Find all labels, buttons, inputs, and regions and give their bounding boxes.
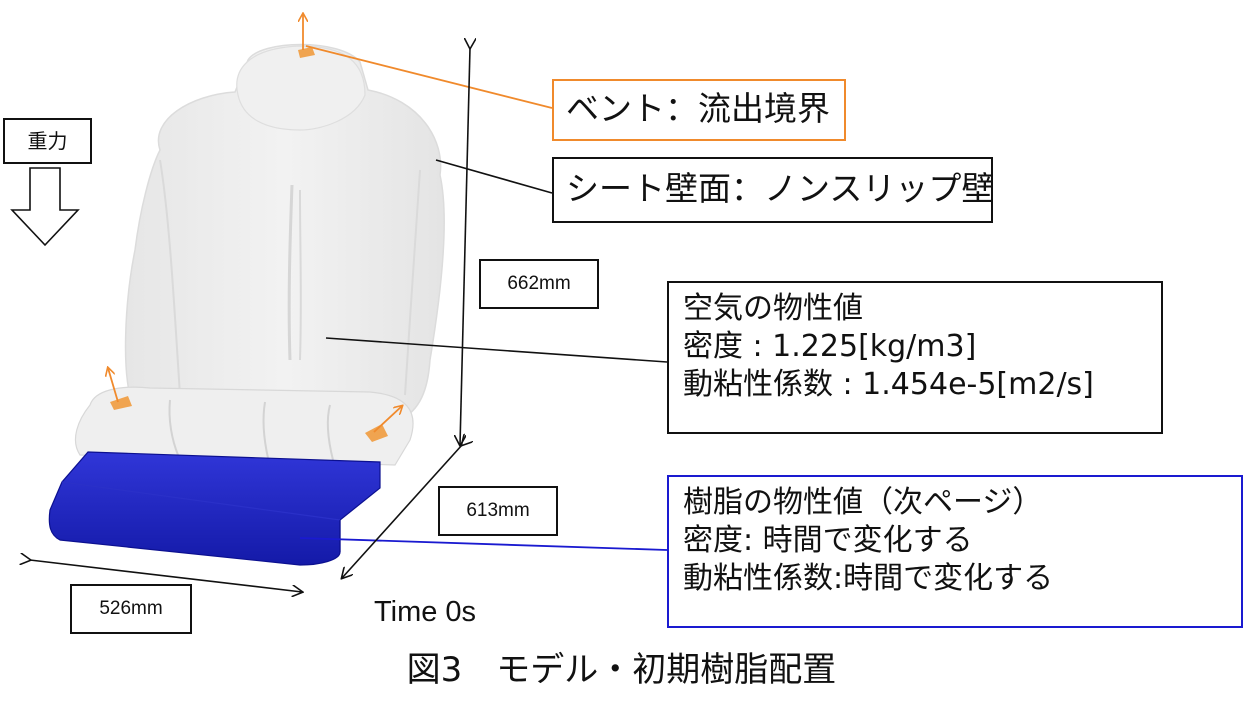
width-dimension-box: 526mm [70,584,192,634]
gravity-arrow-icon [10,167,80,247]
depth-dimension-arrow [342,445,462,578]
width-dimension-label: 526mm [99,598,163,619]
depth-dimension-label: 613mm [466,500,530,521]
seat-wall-label: シート壁面：ノンスリップ壁 [566,169,995,208]
seat-model [75,43,445,466]
air-density: 密度 : 1.225[kg/m3] [683,329,977,364]
gravity-label-box: 重力 [3,118,92,164]
time-label: Time 0s [374,596,477,628]
figure-caption: 図3 モデル・初期樹脂配置 [406,650,837,690]
vent-label-box: ベント：流出境界 [552,79,846,141]
air-properties-box: 空気の物性値 密度 : 1.225[kg/m3] 動粘性係数 : 1.454e-… [667,281,1163,434]
resin-viscosity: 動粘性係数:時間で変化する [683,561,1054,596]
height-dimension-arrow [460,48,470,445]
vent-arrow-left-icon [108,368,119,403]
vent-label: ベント：流出境界 [566,89,830,128]
gravity-label: 重力 [27,129,68,153]
resin-properties-title: 樹脂の物性値（次ページ） [683,485,1043,520]
height-dimension-label: 662mm [507,273,571,294]
vent-leader-line [305,45,553,109]
width-dimension-arrow [30,560,302,592]
depth-dimension-box: 613mm [438,486,558,536]
resin-properties-box: 樹脂の物性値（次ページ） 密度: 時間で変化する 動粘性係数:時間で変化する [667,475,1243,628]
seat-wall-leader-line [435,159,553,194]
resin-block [48,451,381,566]
seat-wall-label-box: シート壁面：ノンスリップ壁 [552,157,995,223]
vent-arrow-right-icon [373,406,402,433]
resin-density: 密度: 時間で変化する [683,523,973,558]
air-properties-title: 空気の物性値 [683,291,863,326]
height-dimension-box: 662mm [479,259,599,309]
air-leader-line [325,337,668,363]
resin-leader-line [299,537,668,551]
air-viscosity: 動粘性係数 : 1.454e-5[m2/s] [683,367,1094,402]
